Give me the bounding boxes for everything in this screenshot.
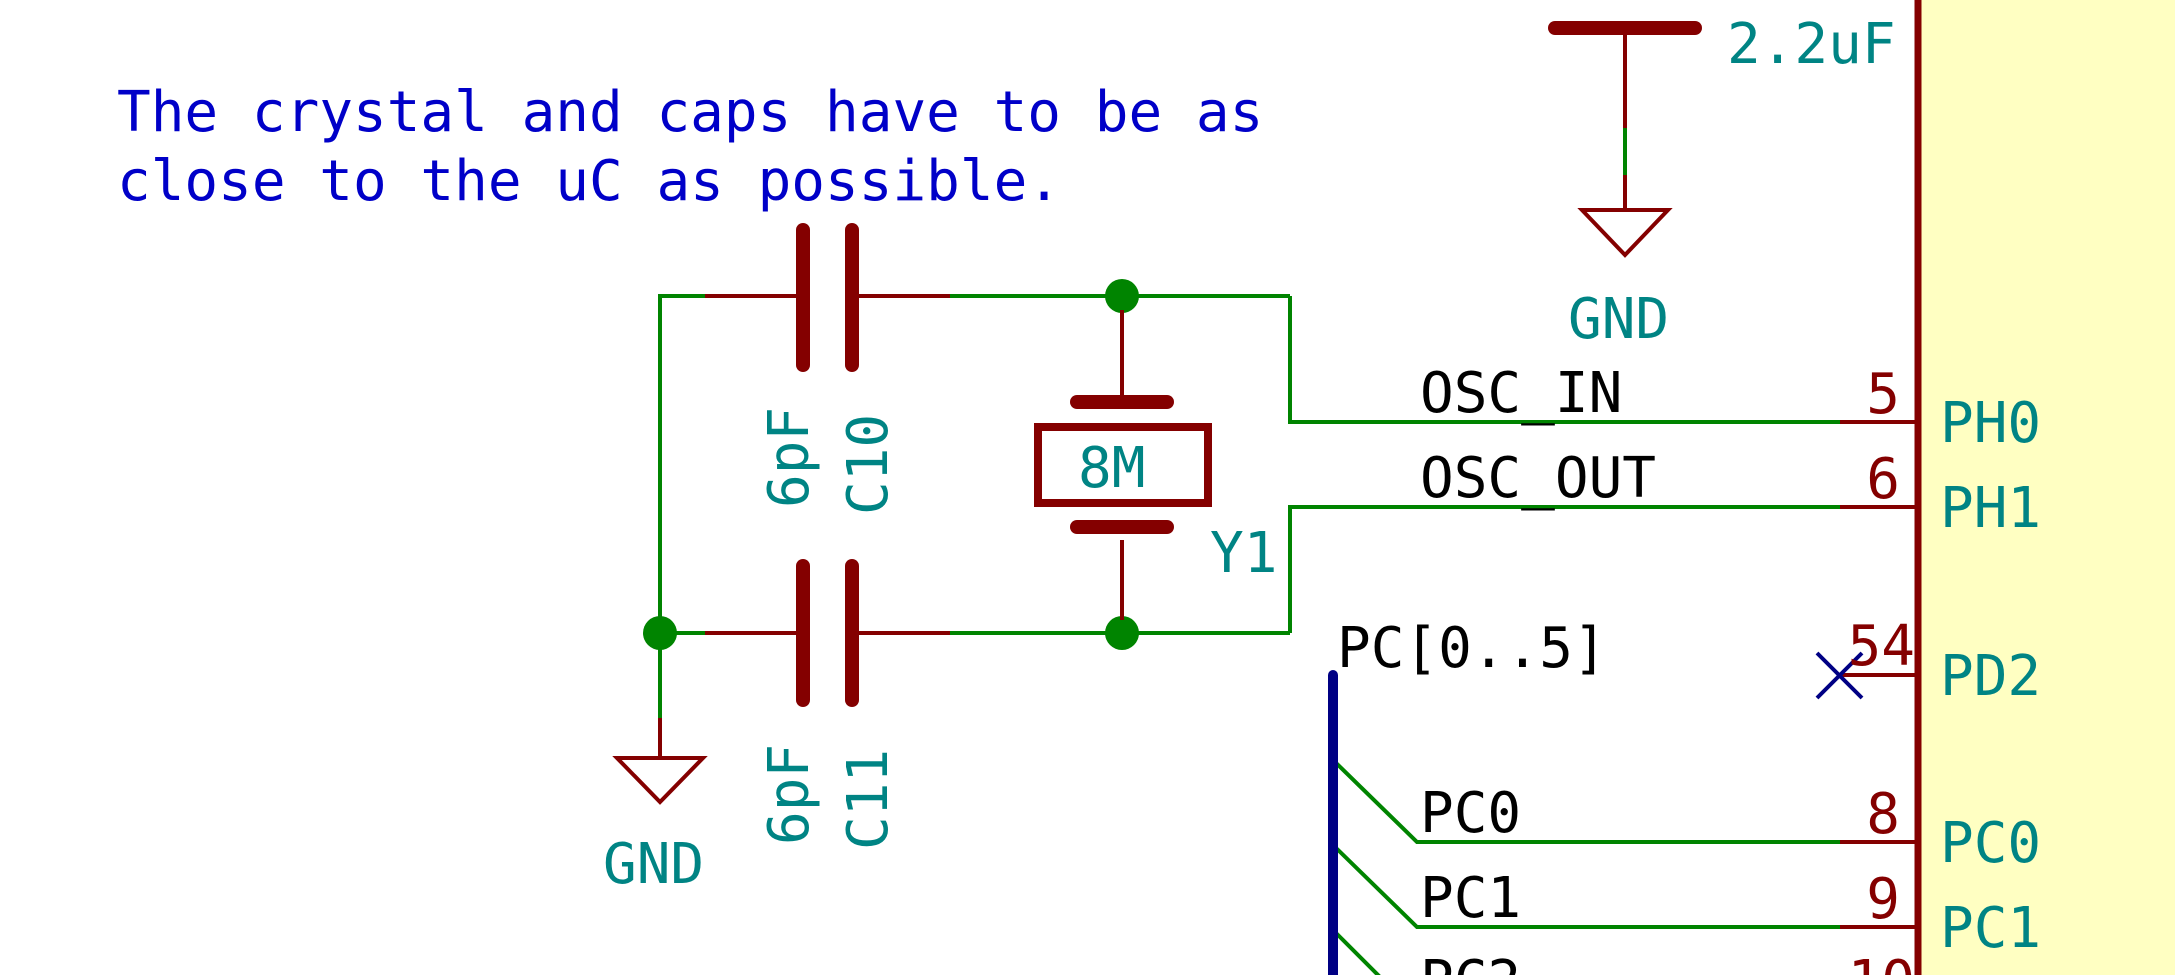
capacitor-2u2[interactable] bbox=[1548, 21, 1702, 128]
net-label-pc0: PC0 bbox=[1420, 781, 1521, 846]
net-label-osc-out: OSC_OUT bbox=[1420, 446, 1656, 511]
pin-number-54: 54 bbox=[1848, 614, 1915, 679]
pin-number-9: 9 bbox=[1866, 867, 1900, 932]
y1-value: 8M bbox=[1078, 436, 1145, 501]
capacitor-2u2-value: 2.2uF bbox=[1727, 12, 1896, 77]
c11-ref: C11 bbox=[836, 749, 901, 850]
gnd-top-symbol[interactable] bbox=[1577, 175, 1673, 258]
pin-stubs[interactable] bbox=[1840, 420, 1918, 929]
pin-number-6: 6 bbox=[1866, 447, 1900, 512]
net-label-osc-in: OSC_IN bbox=[1420, 361, 1622, 426]
y1-ref: Y1 bbox=[1210, 521, 1277, 586]
pin-number-10: 10 bbox=[1848, 949, 1915, 975]
net-label-pc1: PC1 bbox=[1420, 866, 1521, 931]
capacitor-c11[interactable] bbox=[705, 559, 950, 707]
gnd-left-symbol[interactable] bbox=[612, 718, 708, 805]
net-label-bus: PC[0..5] bbox=[1337, 616, 1607, 681]
junction-left-gnd bbox=[643, 616, 677, 650]
pin-name-ph1: PH1 bbox=[1940, 476, 2041, 541]
crystal-y1[interactable] bbox=[1034, 310, 1212, 620]
c10-value: 6pF bbox=[757, 407, 822, 508]
net-label-pc2: PC2 bbox=[1420, 949, 1521, 975]
junction-c10-y1 bbox=[1105, 279, 1139, 313]
pin-number-8: 8 bbox=[1866, 782, 1900, 847]
pin-name-ph0: PH0 bbox=[1940, 391, 2041, 456]
pin-name-pc0: PC0 bbox=[1940, 811, 2041, 876]
capacitor-c10[interactable] bbox=[705, 223, 950, 372]
ic-body[interactable] bbox=[1914, 0, 2175, 975]
junction-c11-y1 bbox=[1105, 616, 1139, 650]
wires[interactable] bbox=[658, 294, 1840, 975]
gnd-top-label: GND bbox=[1568, 287, 1669, 352]
no-connect-icon bbox=[1815, 651, 1864, 700]
note-line-2: close to the uC as possible. bbox=[117, 149, 1061, 214]
pin-name-pc1: PC1 bbox=[1940, 896, 2041, 961]
gnd-left-label: GND bbox=[603, 832, 704, 897]
c10-ref: C10 bbox=[836, 414, 901, 515]
note-line-1: The crystal and caps have to be as bbox=[117, 80, 1263, 145]
c11-value: 6pF bbox=[757, 744, 822, 845]
pin-name-pd2: PD2 bbox=[1940, 644, 2041, 709]
pin-number-5: 5 bbox=[1866, 362, 1900, 427]
